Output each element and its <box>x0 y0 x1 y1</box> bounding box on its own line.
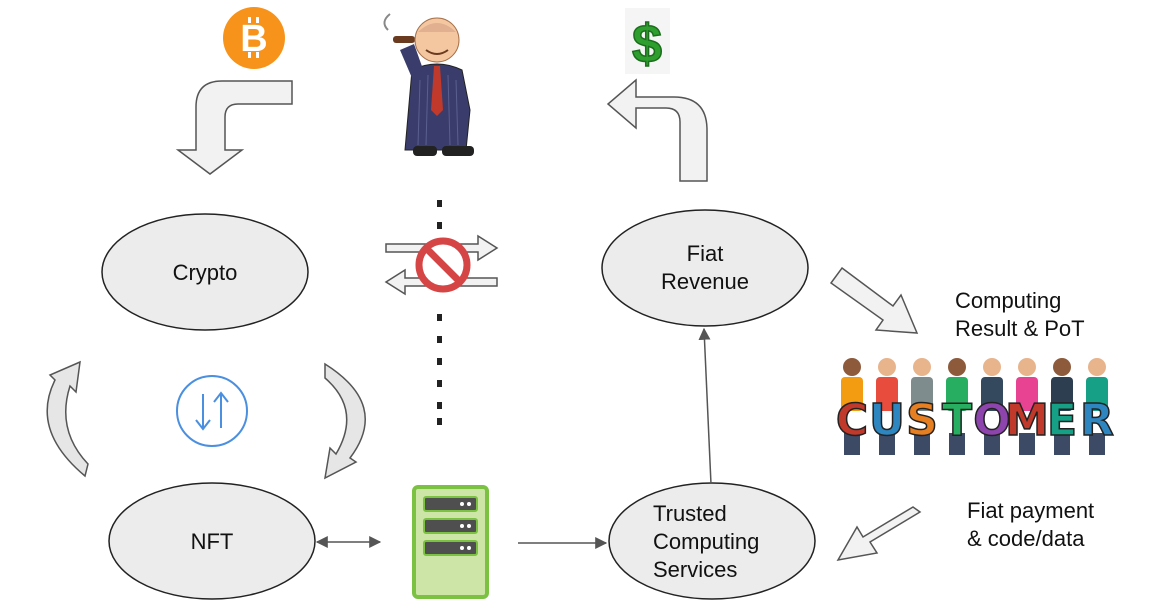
crypto-node <box>101 213 309 331</box>
fiat-revenue-line-1: Fiat <box>686 241 724 266</box>
fiat-payment-annotation: Fiat payment & code/data <box>967 497 1147 553</box>
customer-person <box>841 358 863 455</box>
customer-letter: R <box>1080 395 1114 446</box>
bitcoin-to-crypto-arrow <box>175 80 293 175</box>
svg-text:$: $ <box>632 14 662 74</box>
dollar-sign-icon: $ <box>625 8 670 75</box>
computing-result-line-1: Computing <box>955 288 1062 313</box>
crypto-to-nft-curved-arrow <box>324 362 366 480</box>
customer-person <box>876 358 898 455</box>
nft-node <box>108 482 316 600</box>
customer-letter: S <box>906 395 938 446</box>
fiat-payment-line-2: & code/data <box>967 526 1085 551</box>
nft-label: NFT <box>190 529 234 554</box>
dotted-separator <box>437 200 442 425</box>
no-entry-icon <box>415 237 471 293</box>
payment-to-trusted-arrow <box>836 506 922 562</box>
businessman-icon <box>383 13 474 156</box>
computing-result-annotation: Computing Result & PoT <box>955 287 1145 343</box>
fiat-revenue-node <box>601 209 809 327</box>
trusted-computing-label: Trusted Computing Services <box>653 500 793 584</box>
crypto-label: Crypto <box>172 260 238 285</box>
svg-text:B: B <box>240 18 267 60</box>
trusted-line-2: Computing <box>653 529 760 554</box>
nft-to-crypto-curved-arrow <box>46 360 89 478</box>
customer-letter: E <box>1047 395 1077 446</box>
trusted-line-1: Trusted <box>653 501 727 526</box>
swap-arrows-icon <box>176 375 248 447</box>
customer-person <box>946 358 968 455</box>
fiat-revenue-label: Fiat Revenue <box>625 240 785 296</box>
fiat-payment-line-1: Fiat payment <box>967 498 1095 523</box>
customer-person <box>1051 358 1073 455</box>
revenue-to-customer-arrow <box>829 266 919 334</box>
bitcoin-icon: B <box>223 7 285 69</box>
server-icon <box>412 485 489 599</box>
revenue-to-dollar-arrow <box>606 78 708 182</box>
customer-letter: C <box>836 395 868 446</box>
customer-letter: O <box>973 395 1010 446</box>
trusted-line-3: Services <box>653 557 738 582</box>
customer-person <box>1086 358 1108 455</box>
customer-person <box>981 358 1003 455</box>
customer-person <box>1016 358 1038 455</box>
fiat-revenue-line-2: Revenue <box>660 269 750 294</box>
customer-letter: T <box>942 395 972 446</box>
trusted-to-revenue-arrow <box>698 327 712 485</box>
customer-letter: M <box>1005 395 1049 446</box>
customer-letter: U <box>869 395 905 446</box>
customer-person <box>911 358 933 455</box>
computing-result-line-2: Result & PoT <box>955 316 1085 341</box>
trusted-computing-node <box>608 482 816 600</box>
